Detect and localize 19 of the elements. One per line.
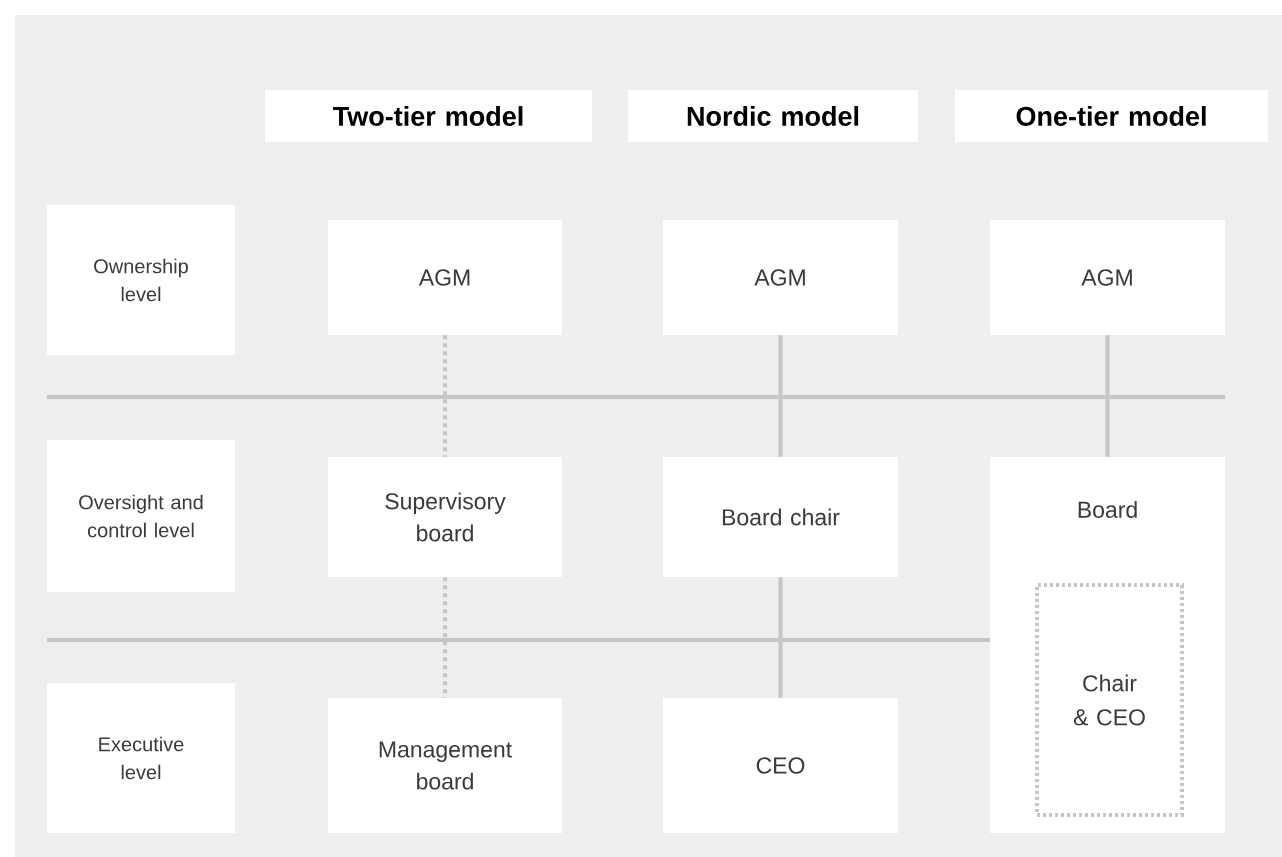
role-box: AGM (990, 220, 1225, 335)
connector-line (443, 335, 447, 457)
role-box: AGM (328, 220, 562, 335)
role-box: Supervisory board (328, 457, 562, 577)
role-box: CEO (663, 698, 898, 833)
role-box: AGM (663, 220, 898, 335)
column-heading-box: Nordic model (628, 90, 918, 142)
connector-line (1105, 335, 1110, 457)
level-label-box: Executive level (47, 683, 235, 833)
column-heading-box: Two-tier model (265, 90, 592, 142)
level-label-box: Ownership level (47, 205, 235, 355)
dotted-box: Chair & CEO (1035, 583, 1184, 817)
column-heading-box: One-tier model (955, 90, 1268, 142)
connector-line (443, 577, 447, 698)
role-box: Management board (328, 698, 562, 833)
connector-line (778, 335, 783, 457)
level-label-box: Oversight and control level (47, 440, 235, 592)
role-box: Board chair (663, 457, 898, 577)
connector-line (778, 577, 783, 698)
